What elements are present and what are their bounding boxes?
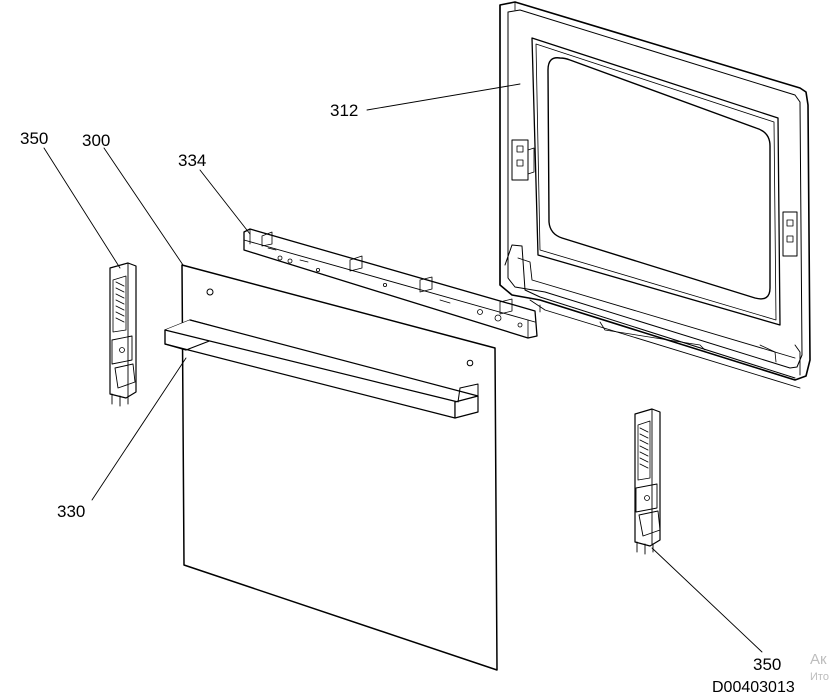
label-312: 312: [330, 101, 359, 120]
watermark-line-2: Ито: [810, 671, 829, 683]
label-350-right: 350: [753, 655, 782, 674]
leader-330: [91, 357, 187, 501]
watermark-line-1: Ак: [810, 651, 827, 668]
leader-312: [366, 83, 521, 111]
leader-300: [103, 147, 184, 266]
door-handle-330: [164, 319, 479, 419]
hinge-right-350: [634, 408, 661, 555]
door-frame-312: [499, 1, 811, 389]
label-330: 330: [57, 502, 86, 521]
label-300: 300: [82, 131, 111, 150]
drawing-code: D00403013: [712, 680, 795, 696]
leader-350-right: [651, 547, 763, 653]
leader-350-left: [43, 147, 121, 269]
leader-lines: [43, 83, 763, 653]
leader-334: [199, 169, 251, 235]
label-350-left: 350: [20, 129, 49, 148]
top-profile-334: [243, 228, 538, 339]
label-334: 334: [178, 151, 207, 170]
hinge-left-350: [109, 262, 137, 407]
outer-door-panel-300: [181, 264, 498, 671]
